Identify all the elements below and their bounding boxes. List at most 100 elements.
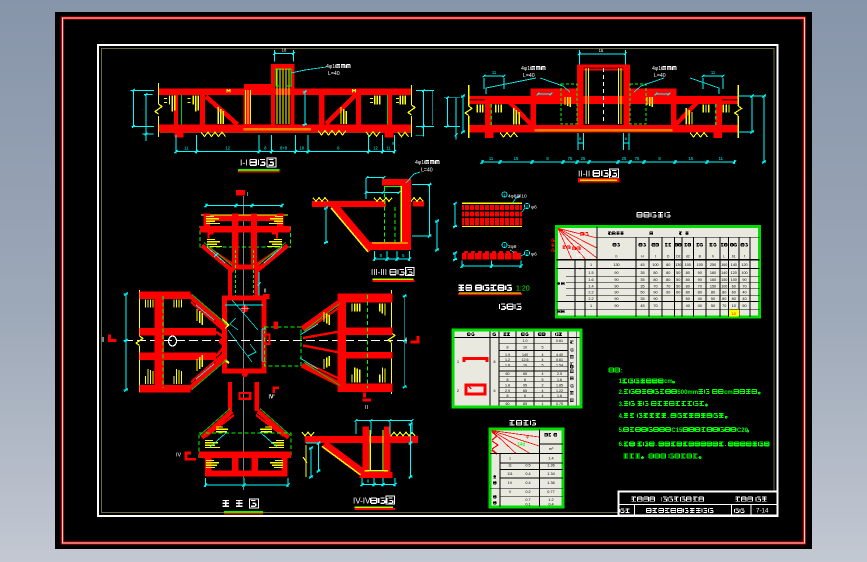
svg-text:8: 8 — [507, 378, 509, 382]
svg-text:L=40: L=40 — [654, 73, 666, 79]
svg-text:11: 11 — [711, 70, 716, 75]
svg-text:80: 80 — [686, 284, 690, 288]
svg-text:1.36: 1.36 — [547, 464, 554, 468]
svg-text:1.6: 1.6 — [557, 378, 562, 382]
svg-text:IV-IV: IV-IV — [353, 497, 371, 506]
svg-text:1: 1 — [590, 304, 592, 308]
svg-text:H: H — [641, 255, 644, 259]
svg-text:1.5: 1.5 — [588, 271, 593, 275]
svg-text:5.: 5. — [619, 428, 624, 434]
svg-text:80: 80 — [653, 271, 657, 275]
svg-text:4: 4 — [542, 389, 544, 393]
svg-text:12.6: 12.6 — [522, 358, 529, 362]
svg-text:2: 2 — [457, 388, 460, 393]
svg-text:90: 90 — [698, 271, 702, 275]
svg-text:1.8: 1.8 — [505, 364, 510, 368]
svg-text::: : — [621, 368, 623, 374]
svg-text:1.8: 1.8 — [505, 384, 510, 388]
svg-text:70: 70 — [742, 284, 746, 288]
svg-text:25: 25 — [622, 156, 627, 161]
svg-text:95: 95 — [523, 384, 527, 388]
svg-text:8: 8 — [579, 136, 582, 141]
svg-text:8: 8 — [625, 136, 628, 141]
svg-text:0.75: 0.75 — [556, 402, 563, 406]
svg-text:50: 50 — [676, 271, 680, 275]
svg-text:·: · — [129, 104, 130, 109]
svg-text:4.40: 4.40 — [556, 353, 563, 357]
svg-text:15: 15 — [689, 156, 694, 161]
svg-text:80: 80 — [722, 297, 726, 301]
svg-text:10: 10 — [523, 364, 527, 368]
svg-text:100: 100 — [741, 271, 747, 275]
svg-text:4φ10: 4φ10 — [415, 160, 427, 166]
svg-text:100: 100 — [652, 263, 658, 267]
svg-text:IV: IV — [176, 453, 182, 459]
svg-text:80: 80 — [653, 278, 657, 282]
svg-text:4φ10: 4φ10 — [521, 66, 533, 72]
svg-text:40: 40 — [742, 297, 746, 301]
svg-text:35: 35 — [640, 284, 644, 288]
svg-text:120: 120 — [731, 271, 737, 275]
svg-text:4φ10: 4φ10 — [652, 66, 664, 72]
svg-text:0.4: 0.4 — [548, 503, 553, 507]
svg-text:2.2: 2.2 — [588, 291, 593, 295]
svg-text:·: · — [436, 107, 437, 112]
svg-text:8: 8 — [380, 253, 383, 258]
svg-text:90: 90 — [614, 304, 618, 308]
svg-text:2.: 2. — [619, 390, 624, 396]
svg-text:0.1: 0.1 — [525, 503, 530, 507]
svg-text:18: 18 — [282, 48, 287, 53]
svg-text:100: 100 — [721, 284, 727, 288]
svg-text:C20: C20 — [737, 428, 749, 434]
svg-text:D2: D2 — [676, 255, 680, 259]
svg-text:80: 80 — [732, 297, 736, 301]
svg-text:90: 90 — [614, 297, 618, 301]
svg-text:1.85: 1.85 — [556, 384, 563, 388]
svg-text:1.4: 1.4 — [548, 457, 553, 461]
svg-text:4φ8@10: 4φ8@10 — [508, 194, 527, 200]
svg-text:50: 50 — [711, 297, 715, 301]
svg-text:140: 140 — [731, 263, 737, 267]
svg-text:11: 11 — [492, 70, 497, 75]
svg-text:35: 35 — [640, 278, 644, 282]
svg-text:50: 50 — [686, 297, 690, 301]
svg-text:14d: 14d — [517, 442, 526, 448]
svg-text:90: 90 — [698, 278, 702, 282]
svg-text:100: 100 — [697, 263, 703, 267]
svg-text:140: 140 — [522, 353, 528, 357]
svg-text:.: . — [655, 442, 657, 448]
svg-text:11: 11 — [719, 156, 724, 161]
svg-text:cm.: cm. — [724, 390, 735, 396]
svg-text:IV: IV — [269, 394, 274, 400]
svg-text:45: 45 — [640, 263, 644, 267]
svg-text:3.: 3. — [619, 402, 624, 408]
svg-text:12: 12 — [225, 146, 230, 151]
svg-text:7-14: 7-14 — [756, 508, 769, 515]
svg-text:b1: b1 — [732, 255, 736, 259]
svg-text:·: · — [142, 107, 143, 112]
svg-text:1.6: 1.6 — [557, 394, 562, 398]
svg-text:2: 2 — [526, 251, 529, 256]
svg-text:10: 10 — [732, 304, 736, 308]
svg-text:L=40: L=40 — [523, 73, 535, 79]
svg-text:0.7: 0.7 — [525, 498, 530, 502]
svg-text:f: f — [744, 255, 745, 259]
svg-text:70: 70 — [698, 284, 702, 288]
svg-text:90: 90 — [614, 271, 618, 275]
svg-text:111: 111 — [507, 472, 512, 476]
svg-text:60: 60 — [506, 402, 510, 406]
svg-text:50: 50 — [711, 304, 715, 308]
svg-text:1.6: 1.6 — [588, 278, 593, 282]
svg-text:50: 50 — [676, 278, 680, 282]
svg-text:8: 8 — [546, 156, 549, 161]
svg-text:90: 90 — [653, 291, 657, 295]
svg-text:50: 50 — [676, 284, 680, 288]
svg-text:60: 60 — [506, 372, 510, 376]
svg-text:90: 90 — [614, 284, 618, 288]
svg-text:1: 1 — [542, 402, 544, 406]
svg-text:2φ8: 2φ8 — [508, 244, 517, 250]
svg-text:4: 4 — [542, 394, 544, 398]
svg-text:II-II: II-II — [578, 169, 590, 179]
svg-text:60: 60 — [732, 284, 736, 288]
svg-text:10: 10 — [523, 346, 527, 350]
